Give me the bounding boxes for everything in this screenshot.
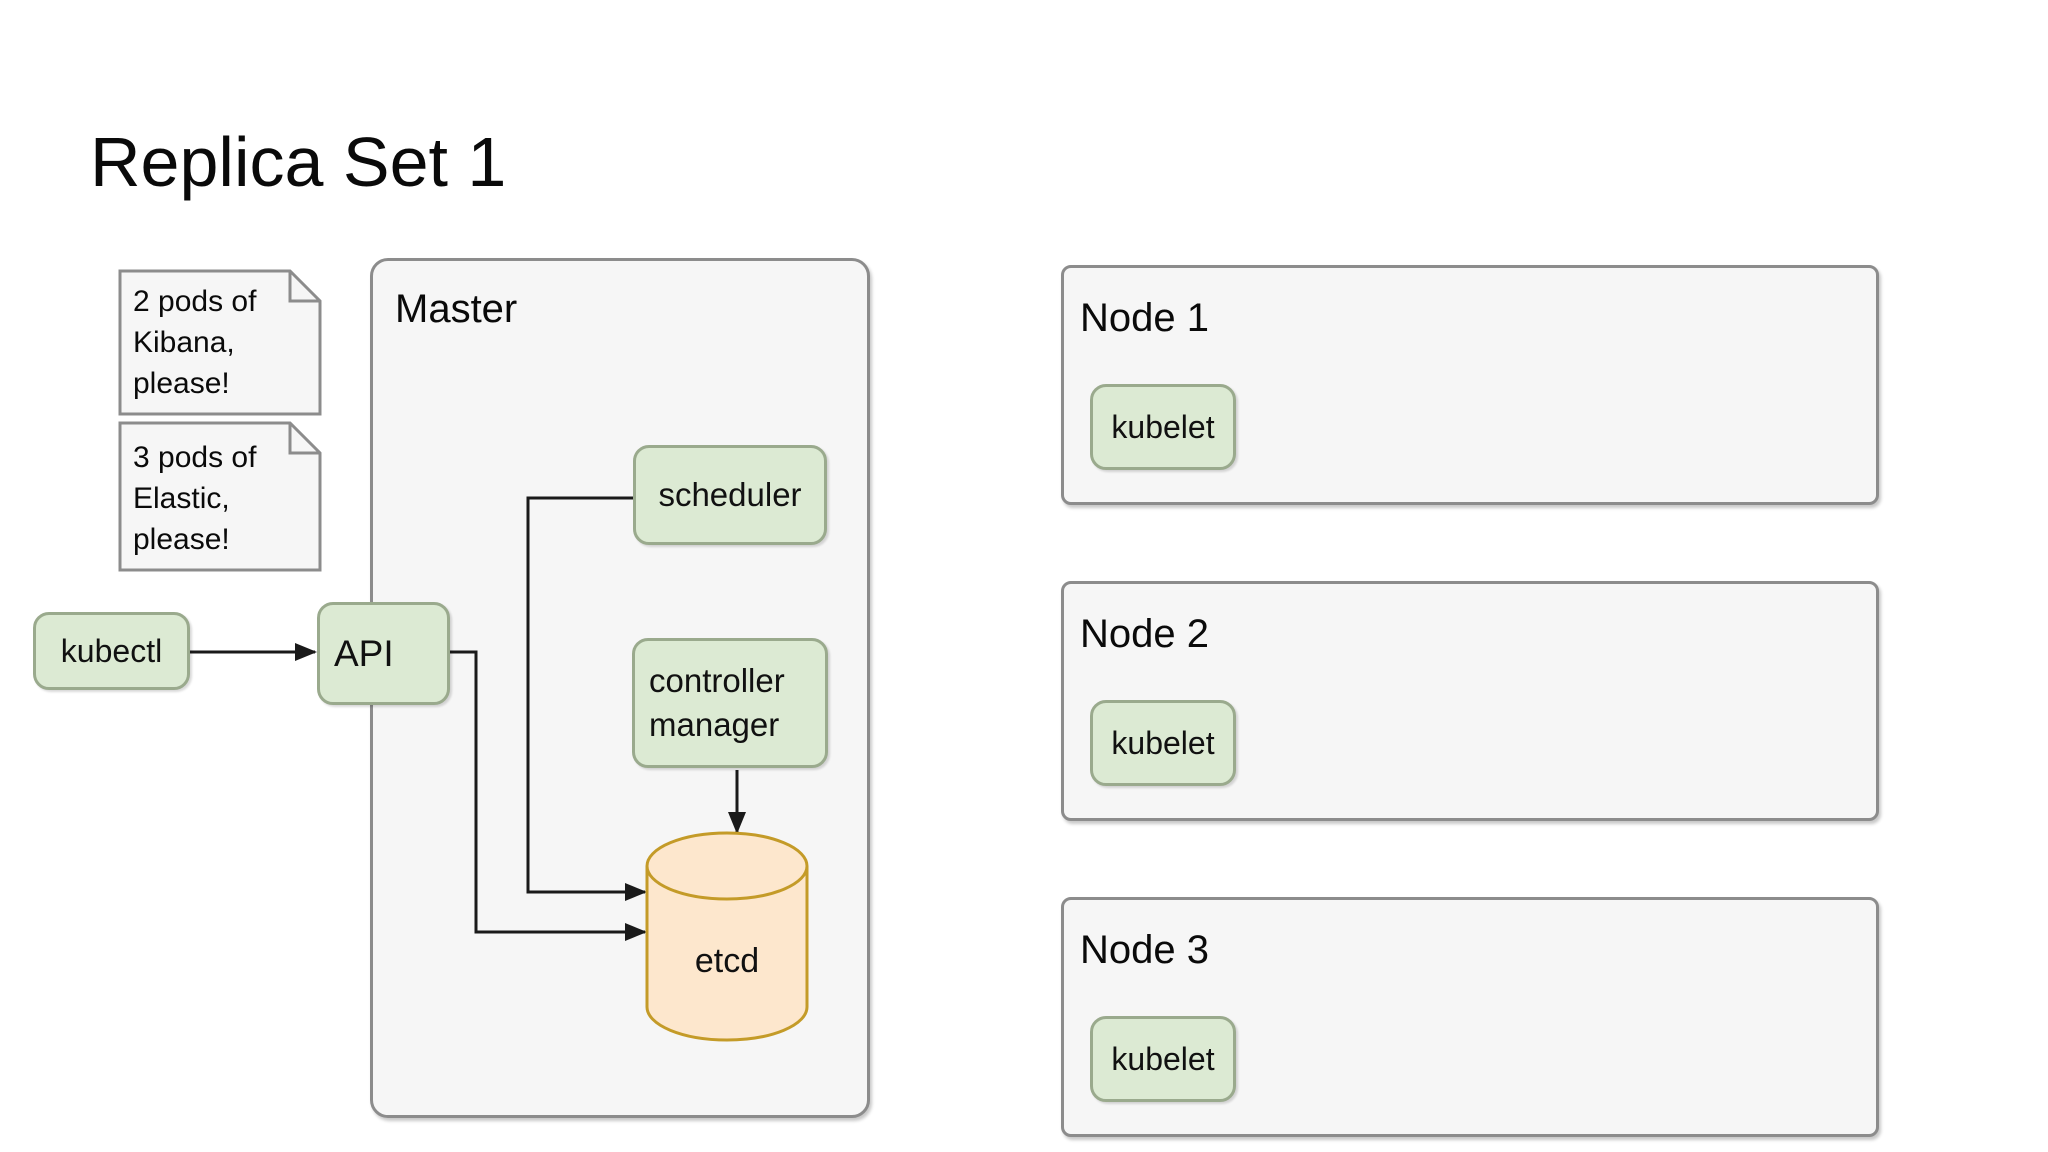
note-2-text: 3 pods of Elastic, please!: [133, 441, 257, 557]
etcd-cylinder: [645, 831, 809, 1042]
node-2-label: Node 2: [1080, 612, 1209, 656]
node-1-kubelet-box: kubelet: [1090, 384, 1236, 470]
scheduler-box: scheduler: [633, 445, 827, 545]
node-2-kubelet-box: kubelet: [1090, 700, 1236, 786]
connector-scheduler-to-etcd: [526, 496, 647, 901]
node-3-label: Node 3: [1080, 928, 1209, 972]
controller-manager-box: controller manager: [632, 638, 828, 768]
page-title: Replica Set 1: [90, 123, 507, 201]
etcd-label: etcd: [694, 942, 760, 980]
api-box: API: [317, 602, 450, 705]
note-1-shape: [118, 269, 322, 416]
note-2-shape: [118, 421, 322, 572]
connector-api-to-etcd: [450, 650, 647, 941]
kubectl-box: kubectl: [33, 612, 190, 690]
note-1-text: 2 pods of Kibana, please!: [133, 285, 257, 401]
node-3-kubelet-box: kubelet: [1090, 1016, 1236, 1102]
node-1-label: Node 1: [1080, 296, 1209, 340]
master-label: Master: [395, 287, 518, 331]
